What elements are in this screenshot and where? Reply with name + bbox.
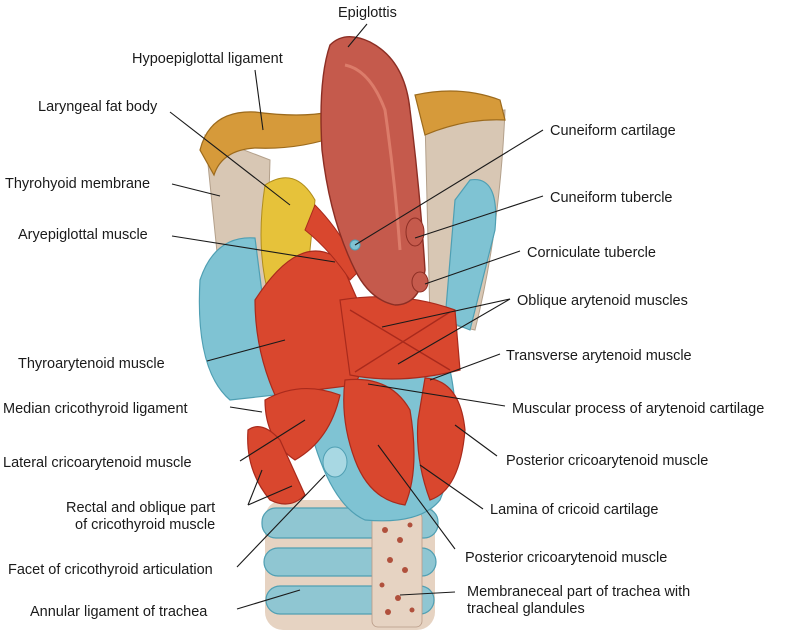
leader-rectal-oblique-b: [247, 485, 293, 506]
label-lateral-cricoarytenoid-muscle: Lateral cricoarytenoid muscle: [3, 455, 192, 471]
corniculate-tubercle-shape: [411, 271, 429, 293]
larynx-illustration: [198, 36, 506, 630]
leader-facet-cricothyroid: [236, 474, 326, 568]
leader-lamina-cricoid: [419, 464, 484, 510]
hyoid-greater-horn-right: [414, 90, 506, 136]
label-aryepiglottal-muscle: Aryepiglottal muscle: [18, 227, 148, 243]
leader-thyroarytenoid-muscle: [206, 339, 286, 362]
trachea: [261, 500, 439, 630]
leader-lateral-cricoarytenoid-muscle: [239, 419, 306, 462]
tracheal-glands: [379, 522, 415, 615]
label-muscular-process: Muscular process of arytenoid cartilage: [512, 401, 764, 417]
label-annular-ligament: Annular ligament of trachea: [30, 604, 208, 620]
leader-lines: [169, 23, 544, 610]
label-membranous-trachea-line2: tracheal glandules: [467, 601, 585, 617]
label-membranous-trachea-line1: Membraneceal part of trachea with: [467, 584, 690, 600]
cuneiform-tubercle-shape: [405, 217, 425, 247]
label-facet-cricothyroid: Facet of cricothyroid articulation: [8, 562, 213, 578]
epiglottis-highlight: [344, 63, 402, 251]
cricothyroid-muscle-shape: [247, 426, 306, 505]
label-corniculate-tubercle: Corniculate tubercle: [527, 245, 656, 261]
leader-cuneiform-tubercle: [414, 195, 544, 239]
leader-transverse-arytenoid: [429, 353, 501, 381]
leader-median-cricothyroid-ligament: [229, 406, 263, 413]
cricothyroid-facet: [322, 446, 348, 478]
label-cuneiform-cartilage: Cuneiform cartilage: [550, 123, 676, 139]
labels: Epiglottis Hypoepiglottal ligament Laryn…: [3, 5, 764, 620]
leader-rectal-oblique-a: [247, 469, 263, 506]
label-thyroarytenoid-muscle: Thyroarytenoid muscle: [18, 356, 165, 372]
label-thyrohyoid-membrane: Thyrohyoid membrane: [5, 176, 150, 192]
leader-cuneiform-cartilage: [354, 129, 544, 246]
label-laryngeal-fat-body: Laryngeal fat body: [38, 99, 158, 115]
leader-aryepiglottal-muscle: [171, 235, 336, 263]
leader-posterior-cricoarytenoid-upper: [454, 424, 498, 457]
label-posterior-cricoarytenoid-upper: Posterior cricoarytenoid muscle: [506, 453, 708, 469]
leader-oblique-arytenoid-b: [397, 298, 511, 365]
label-lamina-cricoid: Lamina of cricoid cartilage: [490, 502, 658, 518]
label-rectal-oblique-line2: of cricothyroid muscle: [75, 517, 215, 533]
thyroid-lamina-left: [198, 237, 276, 401]
tracheal-membranous-part: [371, 511, 423, 628]
label-epiglottis: Epiglottis: [338, 5, 397, 21]
label-posterior-cricoarytenoid-lower: Posterior cricoarytenoid muscle: [465, 550, 667, 566]
label-hypoepiglottal-ligament: Hypoepiglottal ligament: [132, 51, 283, 67]
posterior-cricoarytenoid-right: [416, 377, 466, 501]
leader-membranous-trachea: [399, 591, 456, 596]
leader-epiglottis: [347, 23, 368, 48]
leader-annular-ligament: [236, 589, 301, 610]
label-transverse-arytenoid-muscle: Transverse arytenoid muscle: [506, 348, 692, 364]
leader-oblique-arytenoid-a: [381, 298, 511, 328]
label-median-cricothyroid-ligament: Median cricothyroid ligament: [3, 401, 188, 417]
aryepiglottal-muscle-shape: [304, 204, 361, 281]
leader-muscular-process: [367, 383, 506, 407]
posterior-cricoarytenoid-left: [343, 378, 415, 506]
leader-posterior-cricoarytenoid-lower: [377, 444, 456, 550]
leader-hypoepiglottal-ligament: [254, 69, 264, 131]
thyroid-lamina-right: [444, 179, 497, 331]
label-cuneiform-tubercle: Cuneiform tubercle: [550, 190, 673, 206]
label-rectal-oblique-line1: Rectal and oblique part: [66, 500, 215, 516]
oblique-arytenoid-stroke-1: [349, 309, 451, 371]
leader-thyrohyoid-membrane: [171, 183, 221, 197]
label-oblique-arytenoid-muscles: Oblique arytenoid muscles: [517, 293, 688, 309]
oblique-arytenoid-stroke-2: [354, 311, 451, 373]
leader-laryngeal-fat-body: [169, 111, 291, 206]
leader-corniculate-tubercle: [424, 250, 521, 285]
